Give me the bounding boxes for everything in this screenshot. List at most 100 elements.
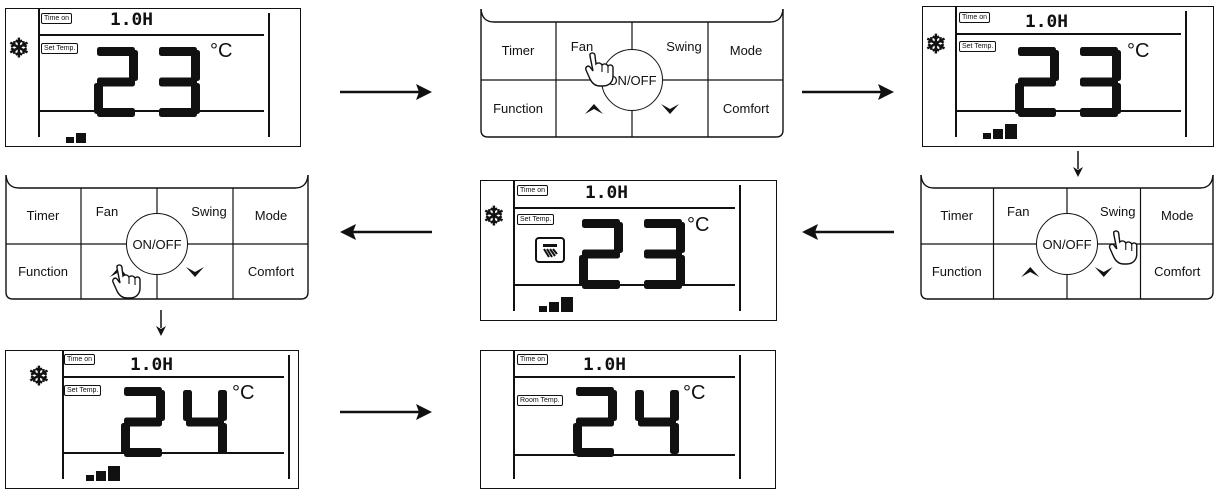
digit-segment	[576, 448, 614, 457]
unit-label: °C	[687, 214, 710, 236]
digit-segment	[608, 390, 617, 421]
lcd-display-1: ❄ Time on 1.0H Set Temp. °C	[5, 8, 301, 147]
unit-label: °C	[683, 382, 706, 404]
digit-segment	[614, 222, 623, 253]
fan-level-bar	[76, 133, 86, 143]
timer-hours: 1.0H	[584, 183, 628, 203]
fan-level-bar	[86, 475, 94, 481]
digit-segment	[186, 417, 224, 427]
digit-segment	[1080, 77, 1118, 87]
key-function[interactable]: Function	[493, 101, 543, 116]
digit-segment	[582, 219, 620, 228]
fan-level-bar	[1005, 124, 1017, 139]
up-chevron-icon	[585, 104, 603, 114]
fan-level-icon	[66, 133, 86, 143]
digit-segment	[121, 423, 130, 454]
key-swing[interactable]: Swing	[1100, 204, 1136, 219]
temperature-display	[573, 387, 679, 457]
fan-level-bar	[983, 133, 991, 139]
time-on-label: Time on	[64, 354, 96, 365]
timer-hours: 1.0H	[129, 355, 173, 375]
digit-segment	[635, 390, 644, 421]
digit-segment	[1015, 83, 1024, 114]
swing-icon	[535, 237, 565, 263]
key-fan[interactable]: Fan	[1007, 204, 1030, 219]
fan-level-bar	[539, 306, 547, 312]
temperature-display	[121, 387, 227, 457]
key-timer[interactable]: Timer	[940, 208, 974, 223]
time-on-label: Time on	[959, 12, 991, 23]
time-on-label: Time on	[517, 185, 549, 196]
arrow-icon	[156, 310, 166, 336]
digit-segment	[573, 423, 582, 454]
digit-segment	[97, 47, 135, 56]
arrow-icon	[802, 224, 894, 240]
arrow-icon	[1073, 151, 1083, 177]
temperature-display	[94, 47, 200, 117]
digit-segment	[644, 219, 682, 228]
key-function[interactable]: Function	[18, 264, 68, 279]
lcd-display-4: ❄ Time on 1.0H Set Temp. °C	[5, 350, 299, 489]
digit-segment	[676, 222, 685, 253]
digit-segment	[670, 423, 679, 454]
digit-segment	[582, 249, 620, 259]
set-temp-label: Set Temp.	[41, 43, 79, 54]
digit-segment	[94, 83, 103, 114]
temperature-display	[579, 219, 685, 289]
on-off-button[interactable]: ON/OFF	[126, 213, 188, 275]
digit-segment	[638, 417, 676, 427]
digit-segment	[218, 423, 227, 454]
key-swing[interactable]: Swing	[191, 204, 227, 219]
set-temp-label: Set Temp.	[959, 41, 997, 52]
digit-segment	[156, 390, 165, 421]
key-timer[interactable]: Timer	[26, 208, 60, 223]
fan-level-icon	[983, 124, 1017, 139]
fan-level-bar	[96, 471, 106, 481]
digit-segment	[1050, 50, 1059, 81]
digit-segment	[191, 83, 200, 114]
fan-level-icon	[86, 466, 120, 481]
on-off-button[interactable]: ON/OFF	[1036, 213, 1098, 275]
digit-segment	[129, 50, 138, 81]
unit-label: °C	[1127, 40, 1150, 62]
key-comfort[interactable]: Comfort	[247, 264, 295, 279]
snowflake-icon: ❄	[8, 33, 30, 63]
digit-segment	[183, 390, 192, 421]
key-fan[interactable]: Fan	[570, 39, 594, 54]
key-mode[interactable]: Mode	[729, 43, 763, 58]
digit-segment	[124, 387, 162, 396]
on-off-button[interactable]: ON/OFF	[601, 49, 663, 111]
key-fan[interactable]: Fan	[95, 204, 119, 219]
unit-label: °C	[210, 40, 233, 62]
digit-segment	[576, 387, 614, 396]
down-chevron-icon	[186, 267, 204, 277]
key-comfort[interactable]: Comfort	[722, 101, 770, 116]
digit-segment	[218, 390, 227, 421]
digit-segment	[676, 255, 685, 286]
key-mode[interactable]: Mode	[1160, 208, 1194, 223]
fan-level-bar	[108, 466, 120, 481]
key-function[interactable]: Function	[931, 264, 982, 279]
digit-segment	[1018, 77, 1056, 87]
key-comfort[interactable]: Comfort	[1154, 264, 1201, 279]
key-mode[interactable]: Mode	[254, 208, 288, 223]
digit-segment	[159, 77, 197, 87]
digit-segment	[124, 417, 162, 427]
fan-level-bar	[993, 129, 1003, 139]
key-timer[interactable]: Timer	[501, 43, 535, 58]
fan-level-bar	[549, 302, 559, 312]
arrow-icon	[340, 224, 432, 240]
lcd-display-2: ❄ Time on 1.0H Set Temp. °C	[922, 6, 1214, 147]
fan-level-bar	[66, 137, 74, 143]
down-chevron-icon	[661, 104, 679, 114]
room-temp-label: Room Temp.	[517, 395, 563, 406]
fan-level-icon	[539, 297, 573, 312]
unit-label: °C	[232, 382, 255, 404]
snowflake-icon: ❄	[925, 29, 947, 59]
temperature-display	[1015, 47, 1121, 117]
digit-segment	[1018, 47, 1056, 56]
digit-segment	[1112, 83, 1121, 114]
key-swing[interactable]: Swing	[666, 39, 702, 54]
